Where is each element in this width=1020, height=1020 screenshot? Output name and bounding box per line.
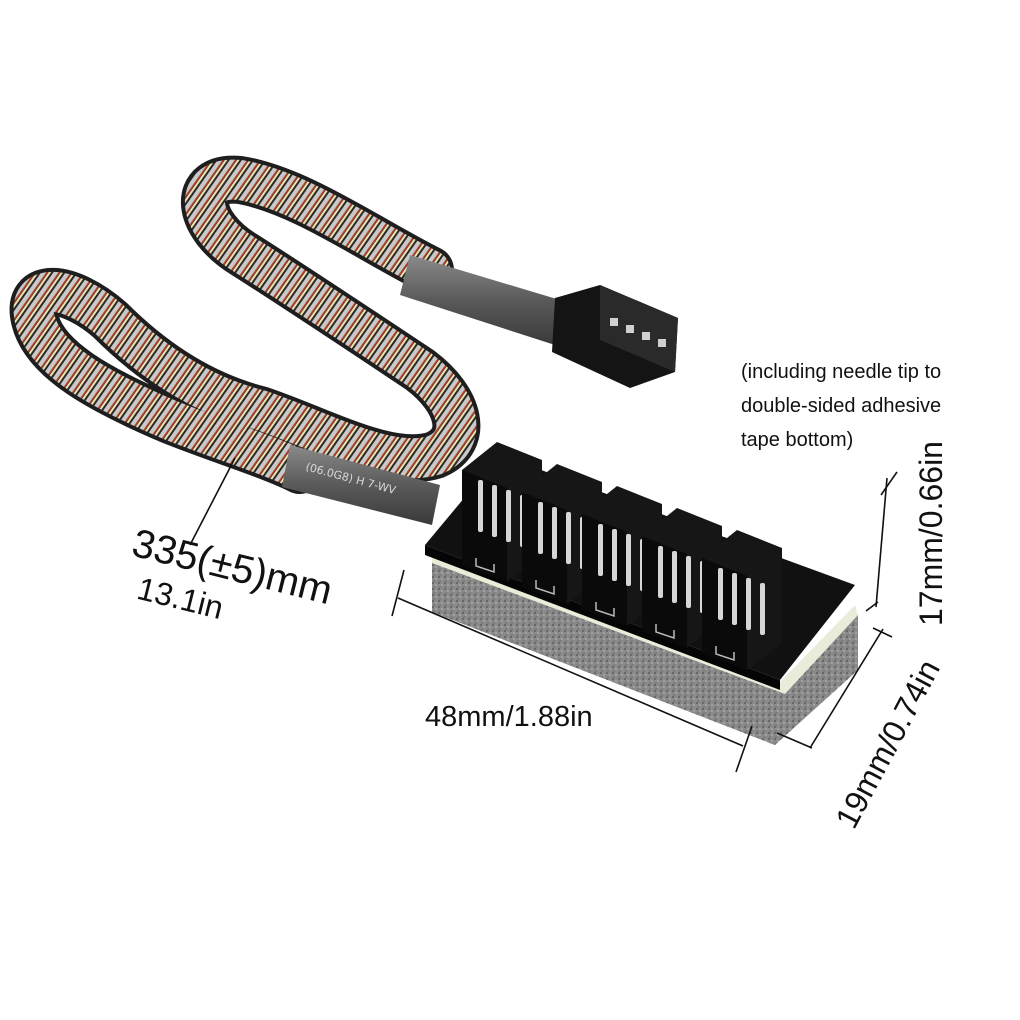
width-label: 48mm/1.88in xyxy=(425,701,593,733)
heat-shrink-tube-top xyxy=(400,255,560,345)
header-pin xyxy=(672,551,677,603)
header-pin xyxy=(598,524,603,576)
heat-shrink-tube-bottom xyxy=(282,445,440,525)
header-pin xyxy=(478,480,483,532)
header-pin xyxy=(506,490,511,542)
header-pin xyxy=(566,512,571,564)
fan-connector-4pin xyxy=(552,285,678,388)
header-pin xyxy=(760,583,765,635)
braided-cable xyxy=(9,155,481,494)
header-pin xyxy=(658,546,663,598)
header-pin xyxy=(612,529,617,581)
header-pin xyxy=(686,556,691,608)
height-note-line: tape bottom) xyxy=(741,429,854,451)
header-pin xyxy=(552,507,557,559)
dimension-lines xyxy=(189,457,898,773)
header-pin xyxy=(746,578,751,630)
height-label: 17mm/0.66in xyxy=(913,441,949,626)
height-note-line: (including needle tip to xyxy=(741,361,942,383)
header-pin xyxy=(538,502,543,554)
header-pin xyxy=(492,485,497,537)
pin-headers xyxy=(462,442,782,670)
header-pin xyxy=(718,568,723,620)
header-pin xyxy=(626,534,631,586)
height-note-line: double-sided adhesive xyxy=(741,395,942,417)
header-pin xyxy=(732,573,737,625)
height-note: (including needle tip to double-sided ad… xyxy=(741,355,1011,457)
pin-header xyxy=(702,530,782,670)
